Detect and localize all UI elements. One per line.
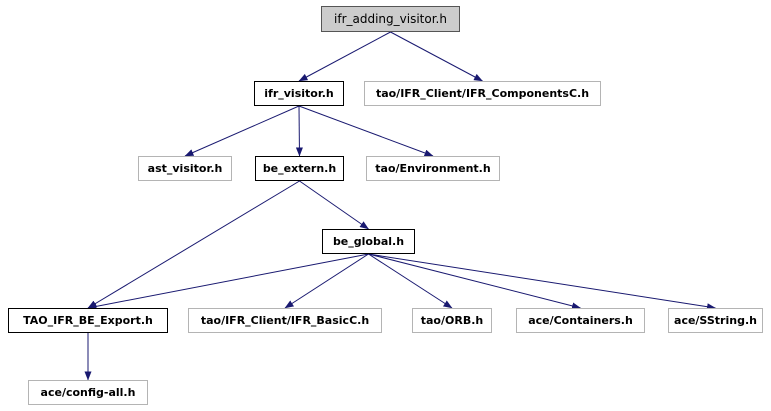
graph-node-ace_config_all[interactable]: ace/config-all.h: [28, 380, 148, 405]
graph-node-label: ifr_visitor.h: [264, 87, 334, 100]
graph-node-ifr_adding_visitor[interactable]: ifr_adding_visitor.h: [321, 6, 460, 32]
graph-node-label: be_global.h: [332, 235, 405, 248]
graph-node-tao_environment[interactable]: tao/Environment.h: [366, 156, 500, 181]
graph-node-be_extern[interactable]: be_extern.h: [255, 156, 344, 181]
graph-edge-ifr_visitor-to-be_extern: [295, 105, 303, 157]
graph-node-ifr_visitor[interactable]: ifr_visitor.h: [254, 81, 344, 106]
graph-node-tao_orb[interactable]: tao/ORB.h: [412, 308, 492, 333]
graph-node-label: tao/ORB.h: [420, 314, 484, 327]
graph-node-be_global[interactable]: be_global.h: [322, 229, 415, 254]
graph-node-label: ace/Containers.h: [528, 314, 633, 327]
graph-node-label: ifr_adding_visitor.h: [334, 12, 447, 26]
graph-node-label: TAO_IFR_BE_Export.h: [23, 314, 153, 327]
graph-edge-be_global-to-ace_sstring: [368, 253, 716, 311]
graph-node-label: ace/config-all.h: [40, 386, 136, 399]
graph-edge-be_global-to-ifr_basicc: [284, 253, 369, 309]
graph-node-ace_sstring[interactable]: ace/SString.h: [668, 308, 763, 333]
graph-edge-ifr_visitor-to-tao_environment: [298, 105, 434, 157]
graph-node-label: ace/SString.h: [674, 314, 757, 327]
graph-node-label: be_extern.h: [262, 162, 337, 175]
graph-edge-be_global-to-tao_ifr_be_export: [87, 253, 369, 310]
graph-node-label: tao/Environment.h: [375, 162, 491, 175]
graph-edge-ifr_visitor-to-ast_visitor: [184, 105, 300, 157]
graph-edge-ifr_adding_visitor-to-ifr_visitor: [298, 31, 391, 82]
graph-node-ast_visitor[interactable]: ast_visitor.h: [138, 156, 232, 181]
graph-edge-be_global-to-ace_containers: [368, 253, 581, 310]
graph-edge-be_extern-to-be_global: [299, 180, 369, 230]
graph-node-tao_ifr_be_export[interactable]: TAO_IFR_BE_Export.h: [8, 308, 168, 333]
graph-node-ifr_componentsc[interactable]: tao/IFR_Client/IFR_ComponentsC.h: [364, 81, 601, 106]
graph-node-label: tao/IFR_Client/IFR_ComponentsC.h: [375, 87, 590, 100]
graph-edges: [84, 31, 716, 381]
graph-edge-be_extern-to-tao_ifr_be_export: [87, 180, 300, 309]
graph-edge-ifr_adding_visitor-to-ifr_componentsc: [390, 31, 483, 82]
graph-node-label: tao/IFR_Client/IFR_BasicC.h: [200, 314, 370, 327]
graph-node-label: ast_visitor.h: [147, 162, 223, 175]
graph-node-ace_containers[interactable]: ace/Containers.h: [516, 308, 645, 333]
graph-node-ifr_basicc[interactable]: tao/IFR_Client/IFR_BasicC.h: [188, 308, 382, 333]
graph-edge-be_global-to-tao_orb: [368, 253, 453, 309]
